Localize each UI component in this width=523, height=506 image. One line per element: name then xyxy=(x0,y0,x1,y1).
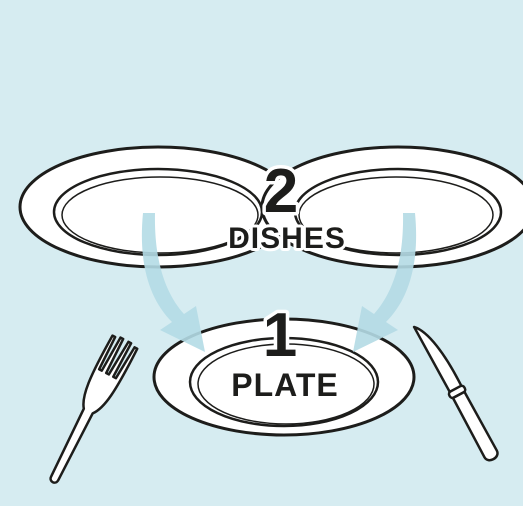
plate-label: PLATE xyxy=(231,367,339,403)
fork-icon xyxy=(49,334,139,484)
arrow-icon xyxy=(141,213,205,352)
right-dish-icon xyxy=(260,145,523,269)
arrow-icon xyxy=(353,213,417,352)
dishes-label: DISHES xyxy=(228,222,346,255)
plate-icon xyxy=(152,317,416,437)
knife-icon xyxy=(412,325,499,462)
dish-count: 2 xyxy=(264,157,298,226)
plate-count: 1 xyxy=(263,301,297,370)
